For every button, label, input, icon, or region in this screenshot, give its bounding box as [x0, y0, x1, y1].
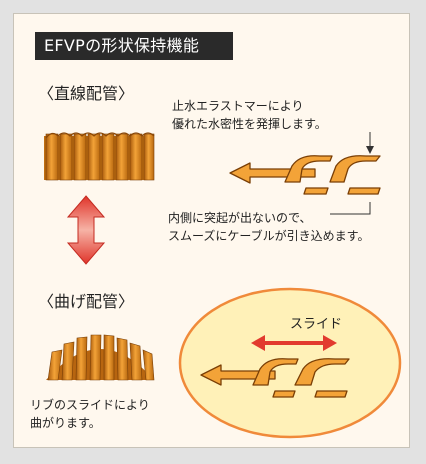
rib-slide-note-line2: 曲がります。	[30, 416, 101, 430]
bent-pipe-illustration	[46, 334, 155, 381]
slide-label: スライド	[290, 317, 343, 332]
slide-double-arrow	[251, 335, 337, 351]
smooth-inner-note-line2: スムーズにケーブルが引き込めます。	[168, 229, 370, 243]
rib-profile-bent	[200, 358, 350, 398]
watertight-note: 止水エラストマーにより 優れた水密性を発揮します。	[172, 97, 327, 133]
straight-piping-heading: 〈直線配管〉	[38, 84, 135, 103]
smooth-inner-note-line1: 内側に突起が出ないので、	[168, 211, 312, 225]
smooth-inner-note: 内側に突起が出ないので、 スムーズにケーブルが引き込めます。	[168, 209, 369, 245]
bent-piping-heading: 〈曲げ配管〉	[38, 292, 135, 311]
leader-line-bottom	[330, 202, 371, 215]
rib-slide-note-line1: リブのスライドにより	[30, 398, 150, 412]
watertight-note-line2: 優れた水密性を発揮します。	[172, 117, 327, 131]
rib-profile-straight	[229, 155, 381, 195]
leader-arrowhead-top	[366, 146, 374, 154]
rib-slide-note: リブのスライドにより 曲がります。	[30, 396, 150, 432]
page-title: EFVPの形状保持機能	[35, 32, 233, 60]
watertight-note-line1: 止水エラストマーにより	[172, 99, 304, 113]
straight-cross-section	[229, 132, 381, 215]
straight-pipe-illustration	[44, 132, 155, 181]
red-double-arrow	[66, 195, 106, 265]
slide-ellipse	[178, 287, 402, 439]
